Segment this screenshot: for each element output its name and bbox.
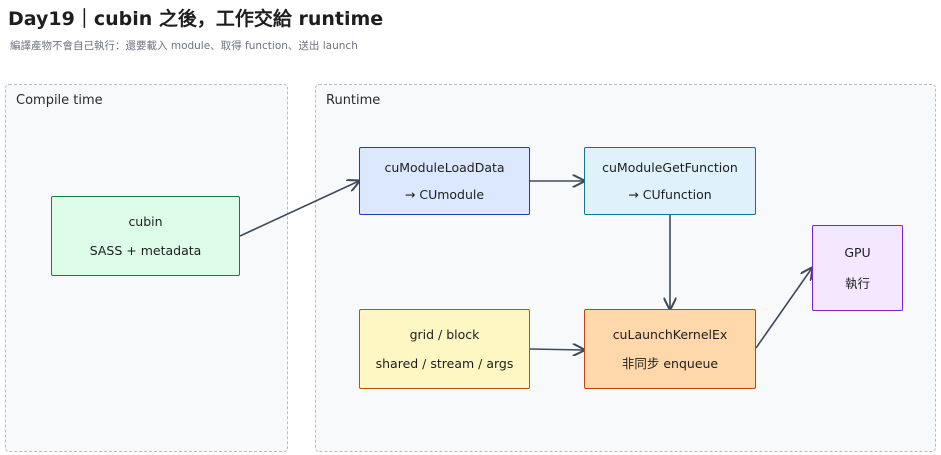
node-gpu-detail: 執行: [844, 276, 870, 291]
page-title: Day19｜cubin 之後，工作交給 runtime: [8, 8, 384, 30]
node-gpu: GPU 執行: [812, 225, 903, 311]
node-launch-params: grid / block shared / stream / args: [359, 309, 530, 389]
node-cubin-detail: SASS + metadata: [89, 243, 202, 258]
node-module-load: cuModuleLoadData → CUmodule: [359, 147, 530, 215]
node-gpu-title: GPU: [844, 245, 871, 260]
node-cubin: cubin SASS + metadata: [51, 196, 240, 276]
node-get-function-detail: → CUfunction: [628, 187, 712, 202]
node-launch-params-detail: shared / stream / args: [375, 356, 514, 371]
node-module-load-title: cuModuleLoadData: [384, 160, 505, 175]
node-cubin-title: cubin: [128, 214, 163, 229]
node-launch-kernel: cuLaunchKernelEx 非同步 enqueue: [584, 309, 756, 389]
node-launch-kernel-title: cuLaunchKernelEx: [612, 327, 728, 342]
node-launch-params-title: grid / block: [409, 327, 480, 342]
region-compile-time-label: Compile time: [16, 93, 103, 108]
page-subtitle: 編譯產物不會自己執行：還要載入 module、取得 function、送出 la…: [10, 40, 358, 52]
node-launch-kernel-detail: 非同步 enqueue: [621, 356, 719, 371]
region-runtime-label: Runtime: [326, 93, 381, 108]
node-module-load-detail: → CUmodule: [404, 187, 485, 202]
node-get-function-title: cuModuleGetFunction: [602, 160, 738, 175]
node-get-function: cuModuleGetFunction → CUfunction: [584, 147, 756, 215]
